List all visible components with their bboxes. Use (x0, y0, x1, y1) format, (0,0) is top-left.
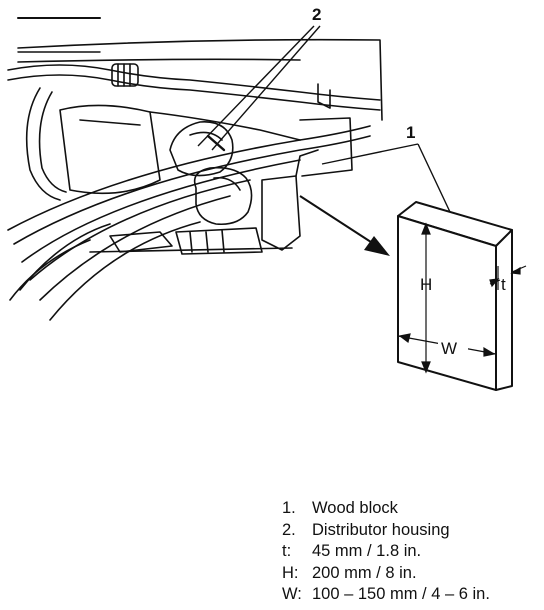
callout-1-label: 1 (406, 123, 415, 142)
callout-2-leader (197, 25, 321, 151)
legend-key: H: (282, 563, 299, 582)
width-label: W (441, 339, 457, 358)
legend-item: W: 100 – 150 mm / 4 – 6 in. (282, 584, 544, 606)
engine-bay-drawing (7, 17, 383, 321)
legend-item: 1. Wood block (282, 498, 544, 520)
legend-key: t: (282, 542, 292, 560)
legend-text: 45 mm / 1.8 in. (312, 542, 422, 560)
legend-key: W: (282, 585, 302, 603)
placement-arrow (299, 195, 390, 256)
height-dimension (421, 222, 431, 374)
wood-block (397, 201, 513, 391)
legend-text: 100 – 150 mm / 4 – 6 in. (312, 585, 490, 603)
thickness-dimension (489, 260, 527, 290)
legend-key: 1. (282, 499, 296, 517)
legend-item: 2. Distributor housing (282, 520, 544, 542)
legend-text: 200 mm / 8 in. (312, 563, 417, 582)
callout-2-label: 2 (312, 5, 321, 24)
legend-text: Wood block (312, 499, 398, 517)
legend-item: H: 200 mm / 8 in. (282, 563, 544, 585)
legend-key: 2. (282, 520, 296, 539)
thickness-label: t (501, 275, 506, 294)
height-label: H (420, 275, 432, 294)
legend-text: Distributor housing (312, 520, 450, 539)
legend-item: t: 45 mm / 1.8 in. (282, 541, 544, 563)
callout-1-leader (321, 143, 451, 213)
legend: 1. Wood block 2. Distributor housing t: 45 mm… (282, 498, 544, 606)
